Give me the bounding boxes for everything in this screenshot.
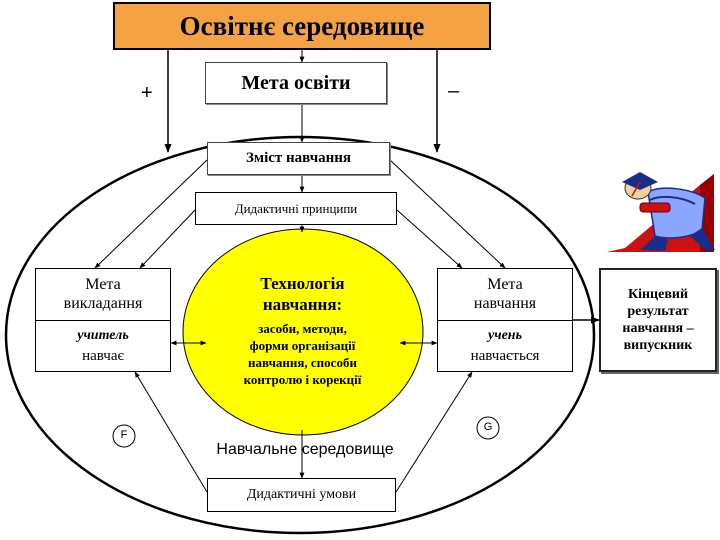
technology-details: засоби, методи, форми організації навчан… — [215, 320, 390, 388]
education-goal-text: Мета освіти — [241, 71, 351, 94]
educational-environment-title: Освітнє середовище — [113, 2, 491, 50]
marker-g-circle — [476, 416, 500, 440]
technology-detail-line1: засоби, методи, — [258, 321, 347, 336]
learning-content-box: Зміст навчання — [207, 142, 390, 175]
technology-title: Технологія навчання: — [215, 273, 390, 315]
didactic-conditions-text: Дидактичні умови — [246, 487, 357, 502]
teacher-section: учитель навчає — [36, 321, 170, 372]
teacher-role: учитель — [77, 327, 129, 343]
student-action: навчається — [470, 347, 540, 364]
arrow-principles-to-student — [396, 209, 463, 269]
teaching-goal-line1: Мета — [85, 276, 121, 294]
marker-g-label: G — [483, 421, 493, 433]
arrow-content-to-student — [389, 159, 506, 269]
arrow-conditions-to-student — [395, 371, 473, 493]
learning-goal-line2: навчання — [473, 295, 537, 313]
technology-detail-line4: контролю і корекції — [243, 372, 362, 387]
title-text: Освітнє середовище — [179, 10, 425, 41]
final-result-line3: навчання – — [622, 321, 694, 336]
education-goal-box: Мета освіти — [205, 62, 387, 104]
teaching-goal-section: Мета викладання — [36, 269, 170, 321]
technology-detail-line2: форми організації — [249, 338, 356, 353]
technology-title-line2: навчання: — [262, 295, 343, 314]
didactic-conditions-box: Дидактичні умови — [207, 478, 396, 512]
didactic-principles-box: Дидактичні принципи — [195, 192, 397, 225]
graduate-figure-icon — [607, 172, 715, 252]
learning-goal-section: Мета навчання — [438, 269, 572, 321]
technology-detail-line3: навчання, способи — [248, 355, 357, 370]
teaching-goal-box: Мета викладання учитель навчає — [35, 268, 171, 372]
arrow-content-to-teacher — [94, 159, 208, 269]
learning-goal-line1: Мета — [487, 276, 523, 294]
teacher-action: навчає — [82, 347, 124, 364]
plus-sign: + — [141, 82, 153, 104]
student-section: учень навчається — [438, 321, 572, 372]
arrow-conditions-to-teacher — [134, 371, 208, 493]
technology-title-line1: Технологія — [260, 274, 345, 293]
arrow-principles-to-teacher — [139, 209, 196, 269]
student-role: учень — [488, 327, 522, 343]
marker-f-circle — [112, 424, 136, 448]
learning-goal-box: Мета навчання учень навчається — [437, 268, 573, 372]
didactic-principles-text: Дидактичні принципи — [234, 200, 358, 216]
learning-environment-label: Навчальне середовище — [216, 441, 394, 458]
final-result-line1: Кінцевий — [627, 287, 689, 302]
final-result-line2: результат — [627, 304, 689, 319]
teaching-goal-line2: викладання — [63, 295, 143, 313]
final-result-line4: випускник — [623, 338, 693, 353]
minus-sign: – — [448, 80, 460, 102]
final-result-box: Кінцевий результат навчання – випускник — [599, 268, 717, 372]
learning-content-text: Зміст навчання — [245, 150, 352, 166]
marker-f-label: F — [120, 429, 128, 441]
